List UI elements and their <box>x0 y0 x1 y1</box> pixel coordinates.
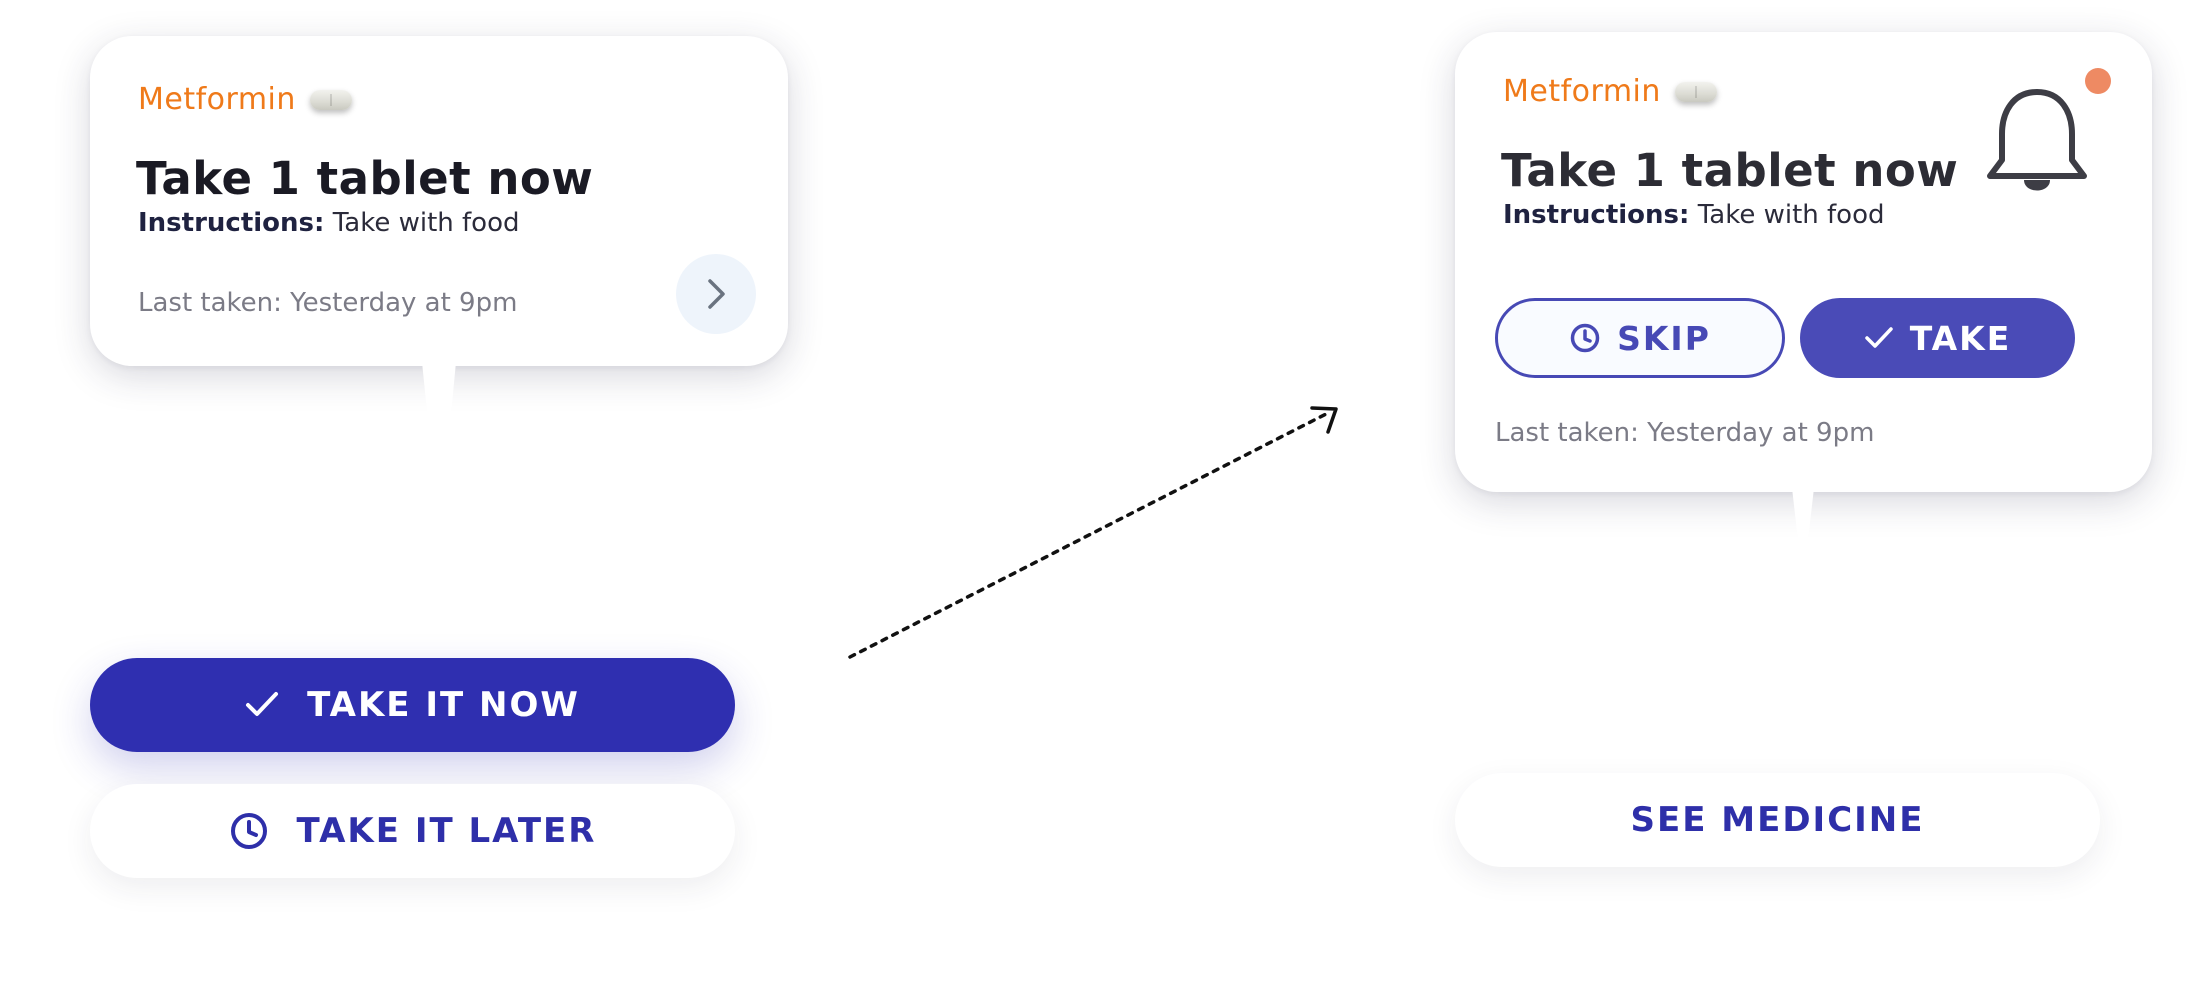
last-taken: Last taken: Yesterday at 9pm <box>138 288 518 318</box>
medicine-name: Metformin <box>138 82 296 117</box>
instructions-label: Instructions: <box>1503 200 1690 230</box>
chevron-right-icon <box>708 279 725 309</box>
card-pointer <box>422 362 456 520</box>
instructions-value: Take with food <box>332 208 520 238</box>
see-medicine-button[interactable]: SEE MEDICINE <box>1455 773 2100 867</box>
reminder-card-expanded: Metformin Take 1 tablet now Instructions… <box>1455 32 2152 492</box>
clock-icon <box>230 813 267 849</box>
bell-icon <box>1987 89 2087 191</box>
last-taken: Last taken: Yesterday at 9pm <box>1495 418 1875 448</box>
skip-label: SKIP <box>1617 318 1711 358</box>
instructions-value: Take with food <box>1697 200 1885 230</box>
take-button[interactable]: TAKE <box>1800 298 2075 378</box>
expand-button[interactable] <box>676 254 756 334</box>
dose-title: Take 1 tablet now <box>1501 144 1959 197</box>
take-label: TAKE <box>1909 318 2012 358</box>
take-it-now-button[interactable]: TAKE IT NOW <box>90 658 735 752</box>
instructions: Instructions: Take with food <box>138 208 520 238</box>
take-it-later-label: TAKE IT LATER <box>296 811 597 851</box>
instructions-label: Instructions: <box>138 208 325 238</box>
notification-dot <box>2085 68 2111 94</box>
skip-button[interactable]: SKIP <box>1495 298 1785 378</box>
check-icon <box>1864 327 1893 348</box>
medicine-row: Metformin <box>138 82 352 117</box>
card-pointer <box>1792 488 1814 566</box>
dose-title: Take 1 tablet now <box>136 152 594 205</box>
take-it-now-label: TAKE IT NOW <box>307 685 580 725</box>
pill-icon <box>1674 81 1717 102</box>
pill-icon <box>309 89 352 110</box>
dotted-arrow-icon <box>848 406 1338 659</box>
clock-icon <box>1570 323 1600 353</box>
medicine-row: Metformin <box>1503 74 1717 109</box>
check-icon <box>246 692 279 716</box>
medicine-name: Metformin <box>1503 74 1661 109</box>
take-it-later-button[interactable]: TAKE IT LATER <box>90 784 735 878</box>
reminder-card-collapsed[interactable]: Metformin Take 1 tablet now Instructions… <box>90 36 788 366</box>
instructions: Instructions: Take with food <box>1503 200 1885 230</box>
see-medicine-label: SEE MEDICINE <box>1630 800 1925 840</box>
